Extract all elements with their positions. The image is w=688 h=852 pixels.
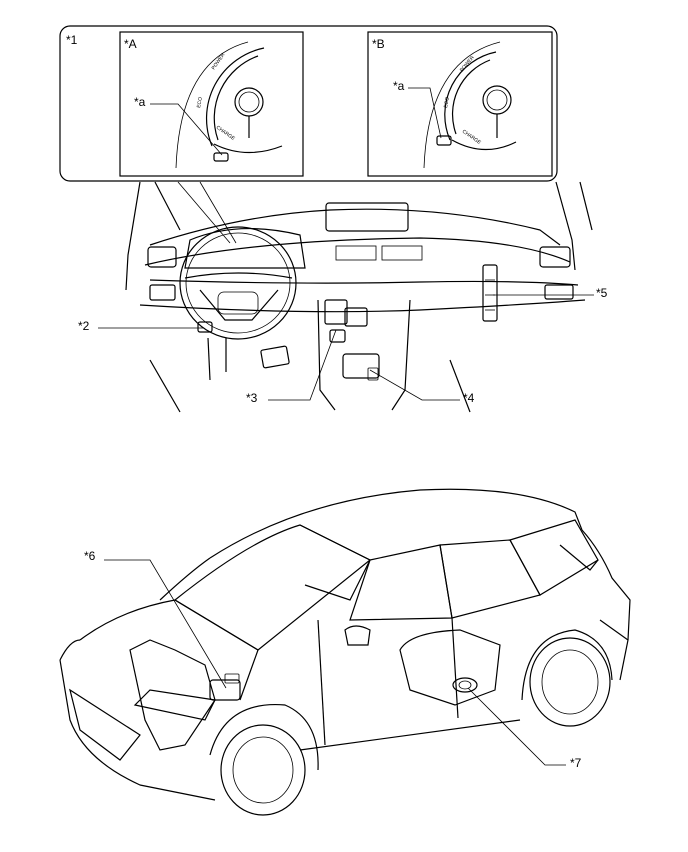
gauge-charge-label-b: CHARGE [461,129,483,147]
callout-a-a: *a [134,95,146,109]
gauge-eco-label: ECO [196,97,204,109]
car-callouts: *6 *7 [84,549,582,770]
component-7 [452,677,478,693]
inset-box-1: *1 *A POWER ECO CHARGE *a *B [59,25,558,182]
car-illustration [59,488,631,816]
dashboard-illustration [125,181,593,413]
inset-panel-a: *A POWER ECO CHARGE *a [119,31,304,177]
callout-a: *A [124,37,137,51]
callout-b-a: *a [393,79,405,93]
callout-3: *3 [246,391,258,405]
callout-6: *6 [84,549,96,563]
gauge-eco-label-b: ECO [443,97,451,109]
dashboard-callouts: *2 *3 *4 *5 [78,286,608,405]
indicator-a [213,152,229,162]
callout-7: *7 [570,756,582,770]
callout-4: *4 [463,391,475,405]
callout-2: *2 [78,319,90,333]
callout-b: *B [372,37,385,51]
callout-5: *5 [596,286,608,300]
callout-1: *1 [66,33,78,47]
indicator-b [436,135,452,146]
gauge-power-label: POWER [211,52,227,71]
inset-panel-b: *B POWER ECO CHARGE *a [367,31,553,177]
